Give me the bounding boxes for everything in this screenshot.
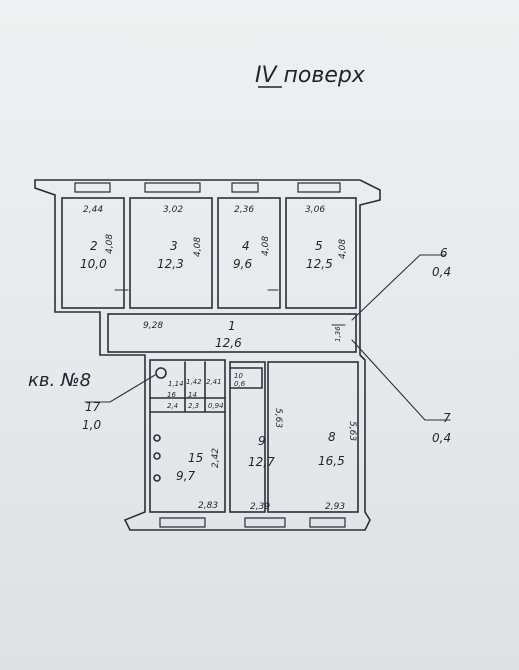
room-9-area: 12,7 xyxy=(248,455,275,469)
room-9-outline xyxy=(229,361,266,513)
room-4-number: 4 xyxy=(242,239,250,253)
room-16-dim-a: 1,42 xyxy=(186,378,202,386)
outer-wall-lower xyxy=(34,179,371,531)
callout-17-area: 1,0 xyxy=(82,418,101,432)
room-1-depth: 1,36 xyxy=(334,326,342,342)
room-3-number: 3 xyxy=(170,239,178,253)
room-4-width: 2,36 xyxy=(234,205,254,215)
callout-6-area: 0,4 xyxy=(432,265,451,279)
room-9-number: 9 xyxy=(258,434,266,448)
sink-fixture xyxy=(153,474,161,482)
callout-17-number: 17 xyxy=(85,400,101,414)
room-3-depth: 4,08 xyxy=(193,237,203,257)
room-9-width: 2,39 xyxy=(250,502,270,512)
room-8-outline xyxy=(267,361,359,513)
room-16-area: 2,4 xyxy=(167,402,178,410)
room-4-outline xyxy=(217,197,281,309)
room-15-number: 15 xyxy=(188,451,203,465)
callout-6-number: 6 xyxy=(440,246,448,260)
room-1-area: 12,6 xyxy=(215,336,242,350)
room-8-width: 2,93 xyxy=(325,502,345,512)
room-4-area: 9,6 xyxy=(233,257,252,271)
door-marks xyxy=(114,289,346,326)
bathroom-partitions xyxy=(149,361,226,413)
room-3-outline xyxy=(129,197,213,309)
stove-burner-2 xyxy=(153,452,161,460)
room-4-depth: 4,08 xyxy=(261,236,271,256)
room-8-depth: 5,63 xyxy=(347,421,357,441)
callout-17-leader xyxy=(84,374,156,403)
callout-7-number: 7 xyxy=(443,411,451,425)
room-16-number: 16 xyxy=(167,391,176,399)
room-15-depth: 2,42 xyxy=(211,448,221,468)
room-5-width: 3,06 xyxy=(305,205,325,215)
room-15-width: 2,83 xyxy=(198,501,218,511)
stove-burner-1 xyxy=(153,434,161,442)
room-5-number: 5 xyxy=(315,239,323,253)
toilet-fixture xyxy=(155,367,167,379)
room-15-area: 9,7 xyxy=(176,469,195,483)
room-8-number: 8 xyxy=(328,430,336,444)
room-2-outline xyxy=(61,197,125,309)
apartment-label: кв. №8 xyxy=(28,370,91,391)
room-15-outline xyxy=(149,359,226,513)
room-10-number: 10 xyxy=(234,372,243,380)
room-16-dim-b: 1,14 xyxy=(168,380,184,388)
room-3-area: 12,3 xyxy=(157,257,184,271)
room-10-outline xyxy=(229,367,263,389)
callout-7-leader xyxy=(351,339,451,421)
room-1-length: 9,28 xyxy=(143,321,163,331)
room-5-outline xyxy=(285,197,357,309)
room-8-area: 16,5 xyxy=(318,454,345,468)
room-9-depth: 5,63 xyxy=(273,408,283,428)
room-14-number: 14 xyxy=(188,391,197,399)
windows-top xyxy=(74,182,341,193)
room-2-area: 10,0 xyxy=(80,257,107,271)
room-2-number: 2 xyxy=(90,239,98,253)
room-14-area: 2,3 xyxy=(188,402,199,410)
callout-7-area: 0,4 xyxy=(432,431,451,445)
windows-bottom xyxy=(159,517,346,528)
room-1-number: 1 xyxy=(228,319,236,333)
room-14-dim-a: 0,94 xyxy=(208,402,224,410)
room-10-area: 0,6 xyxy=(234,380,246,388)
room-5-area: 12,5 xyxy=(306,257,333,271)
room-3-width: 3,02 xyxy=(163,205,183,215)
room-10-dim-a: 2,41 xyxy=(206,378,222,386)
room-5-depth: 4,08 xyxy=(338,239,348,259)
page-title: IV поверх xyxy=(255,63,366,88)
room-1-outline xyxy=(107,313,357,353)
room-2-width: 2,44 xyxy=(83,205,103,215)
outer-wall-top xyxy=(34,179,381,319)
callout-6-leader xyxy=(351,254,446,321)
room-2-depth: 4,08 xyxy=(105,234,115,254)
